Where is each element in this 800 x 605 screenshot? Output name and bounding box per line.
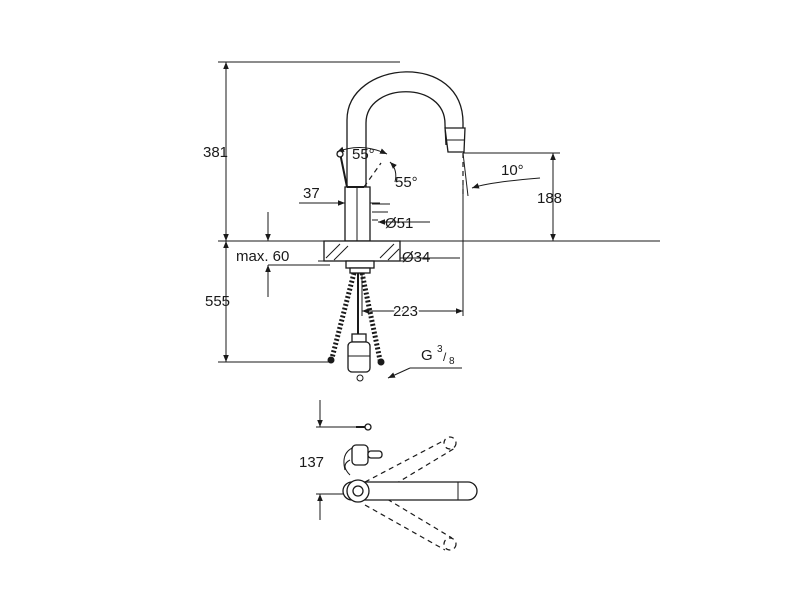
dim-spray-angle: 10°	[462, 152, 541, 197]
faucet-body	[336, 150, 382, 242]
dim-lever-angle-front-label: 55°	[352, 146, 375, 163]
dim-reach-label: 223	[393, 303, 418, 320]
dim-below-deck: 555	[205, 241, 230, 362]
dim-below-deck-label: 555	[205, 293, 230, 310]
dim-total-height-label: 381	[203, 144, 228, 161]
dim-connection: G 3 / 8	[387, 344, 462, 379]
dim-spout-height: 188	[537, 153, 562, 241]
top-lever	[343, 423, 383, 476]
deck-section	[318, 240, 406, 274]
front-view: 381 555 max. 60 188 223 37	[203, 61, 660, 382]
dim-hole-diameter-label: Ø34	[402, 249, 430, 266]
top-spout	[342, 479, 478, 503]
dim-body-diameter-label: Ø51	[385, 215, 413, 232]
dim-total-height: 381	[203, 62, 229, 241]
faucet-spout	[346, 71, 466, 196]
hose-weight	[347, 333, 371, 382]
dim-spout-height-label: 188	[537, 190, 562, 207]
top-view: 137	[299, 400, 478, 551]
dim-spray-angle-label: 10°	[501, 162, 524, 179]
dim-connection-num: 3	[437, 344, 443, 355]
dim-connection-den: 8	[449, 356, 455, 367]
dim-lever-clearance: 137	[299, 400, 324, 520]
dim-max-deck: max. 60	[236, 212, 289, 297]
spout-swivel-positions	[364, 436, 457, 551]
dim-lever-angles: 55° 55°	[336, 146, 418, 191]
dim-body-diameter: Ø51	[372, 203, 430, 232]
dim-lever-angle-side-label: 55°	[395, 174, 418, 191]
dim-connection-slash: /	[443, 350, 447, 364]
dim-max-deck-label: max. 60	[236, 248, 289, 265]
dim-reach: 223	[362, 301, 463, 322]
supply-hoses	[327, 272, 385, 366]
extension-lines	[218, 61, 660, 363]
dim-lever-offset-label: 37	[303, 185, 320, 202]
dim-lever-clearance-label: 137	[299, 454, 324, 471]
dim-connection-prefix: G	[421, 347, 433, 364]
